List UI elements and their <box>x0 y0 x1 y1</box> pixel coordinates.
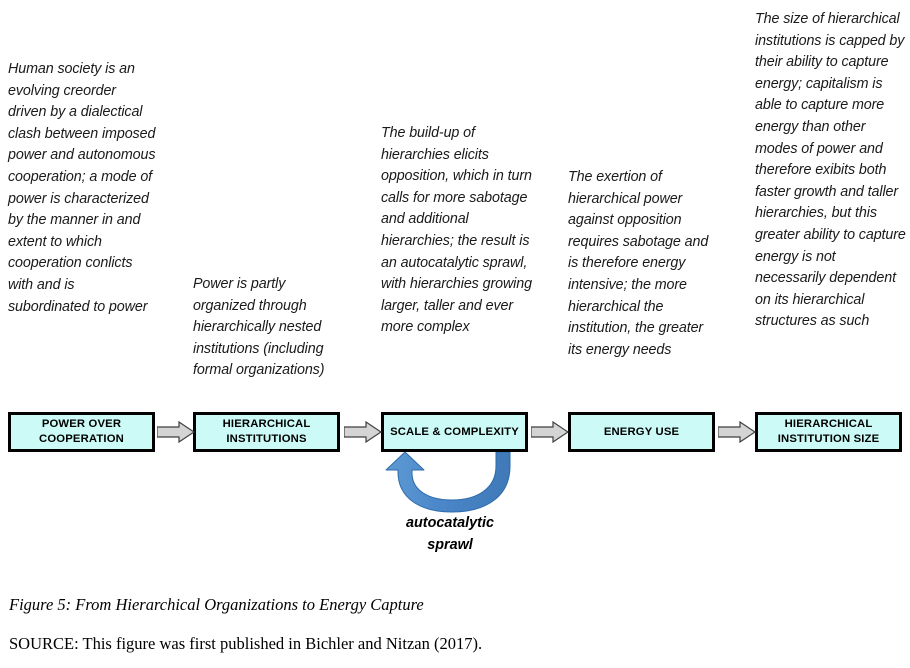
arrow-right-icon-4 <box>717 420 757 444</box>
arrow-right-icon-1 <box>156 420 196 444</box>
figure-source: SOURCE: This figure was first published … <box>9 634 483 653</box>
note-energy-use: The exertion of hierarchical power again… <box>568 169 709 358</box>
flow-box-power-over-cooperation[interactable]: POWER OVER COOPERATION <box>8 412 155 452</box>
flow-box-scale-and-complexity[interactable]: SCALE & COMPLEXITY <box>381 412 528 452</box>
note-hierarchical-institutions: Power is partly organized through hierar… <box>193 276 325 379</box>
arrow-right-icon-3 <box>530 420 570 444</box>
flow-box-hierarchical-institutions[interactable]: HIERARCHICAL INSTITUTIONS <box>193 412 340 452</box>
curved-feedback-arrow-icon <box>372 451 532 520</box>
arrow-right-icon-2 <box>343 420 383 444</box>
note-power-over-cooperation: Human society is an evolving creorder dr… <box>8 61 156 315</box>
flow-box-hierarchical-institution-size[interactable]: HIERARCHICAL INSTITUTION SIZE <box>755 412 902 452</box>
flow-box-energy-use[interactable]: ENERGY USE <box>568 412 715 452</box>
autocatalytic-sprawl-label: autocatalytic sprawl <box>406 515 494 553</box>
note-hierarchical-institution-size: The size of hierarchical institutions is… <box>755 11 906 330</box>
note-scale-and-complexity: The build-up of hierarchies elicits oppo… <box>381 125 532 336</box>
figure-caption: Figure 5: From Hierarchical Organization… <box>9 595 424 614</box>
